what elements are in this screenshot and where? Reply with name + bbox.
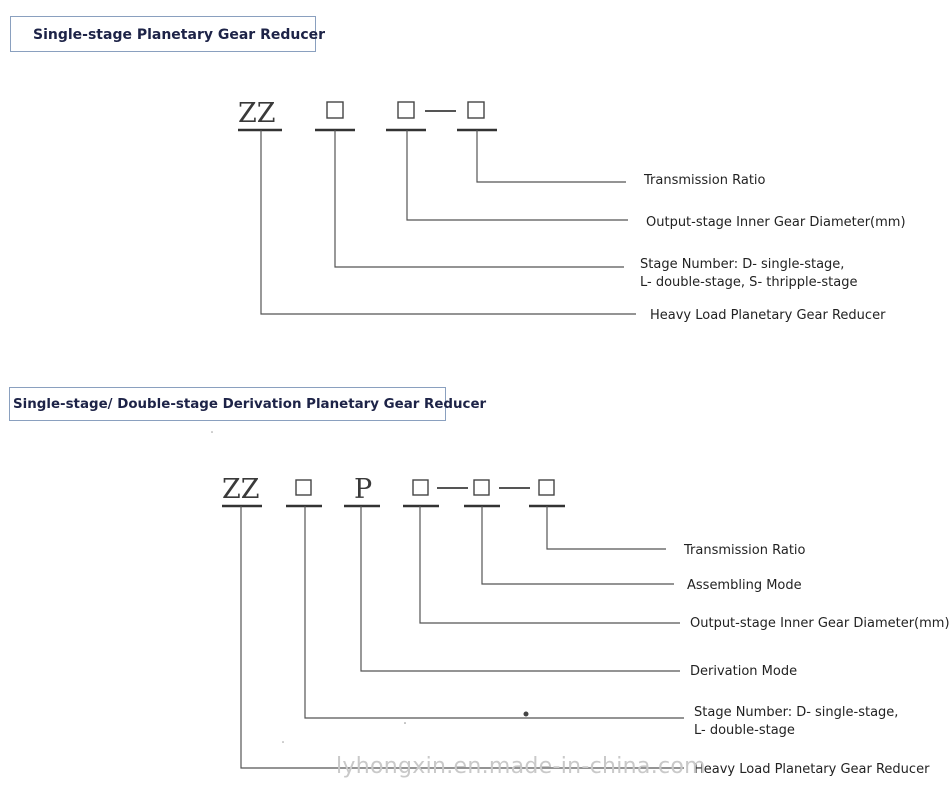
scan-speck [282, 741, 284, 743]
label-stage-number-line2: L- double-stage [694, 723, 795, 738]
diagram-1: ZZ Transmission Ratio Output-stage Inner… [238, 98, 906, 323]
placeholder-box-diameter [412, 479, 429, 496]
watermark-text: lyhongxin.en.made-in-china.com [336, 754, 706, 779]
leader-line-diameter [419, 506, 680, 624]
label-assembling-mode: Assembling Mode [687, 578, 802, 593]
label-stage-number-line1: Stage Number: D- single-stage, [694, 705, 898, 720]
placeholder-box-diameter [397, 101, 415, 119]
label-stage-number-line2: L- double-stage, S- thripple-stage [640, 275, 857, 290]
scan-speck [523, 711, 529, 717]
leader-line-ratio [476, 130, 626, 183]
diagram-1-title: Single-stage Planetary Gear Reducer [10, 16, 325, 52]
label-transmission-ratio: Transmission Ratio [683, 543, 806, 558]
leader-line-assembling [481, 506, 674, 585]
label-inner-gear-diameter: Output-stage Inner Gear Diameter(mm) [690, 616, 950, 631]
code-derivation-p: P [354, 474, 372, 505]
label-reducer-type: Heavy Load Planetary Gear Reducer [650, 308, 886, 323]
label-inner-gear-diameter: Output-stage Inner Gear Diameter(mm) [646, 215, 906, 230]
diagram-2: ZZ P Transmission Ratio Assembling Mode … [222, 474, 950, 777]
leader-line-ratio [546, 506, 666, 550]
leader-line-type [260, 130, 636, 315]
leader-line-diameter [406, 130, 628, 221]
diagram-2-title: Single-stage/ Double-stage Derivation Pl… [9, 387, 486, 421]
scan-speck [404, 722, 406, 724]
scan-speck [211, 431, 213, 433]
placeholder-box-stage [326, 101, 344, 119]
placeholder-box-ratio [538, 479, 555, 496]
leader-line-stage [334, 130, 624, 268]
label-stage-number-line1: Stage Number: D- single-stage, [640, 257, 844, 272]
leader-line-type [240, 506, 684, 769]
placeholder-box-assembling [473, 479, 490, 496]
label-reducer-type: Heavy Load Planetary Gear Reducer [694, 762, 930, 777]
label-derivation-mode: Derivation Mode [690, 664, 797, 679]
leader-line-stage [304, 506, 684, 719]
placeholder-box-ratio [467, 101, 485, 119]
code-prefix-zz: ZZ [238, 98, 276, 129]
label-transmission-ratio: Transmission Ratio [643, 173, 766, 188]
leader-line-derivation [360, 506, 680, 672]
placeholder-box-stage [295, 479, 312, 496]
code-prefix-zz: ZZ [222, 474, 260, 505]
